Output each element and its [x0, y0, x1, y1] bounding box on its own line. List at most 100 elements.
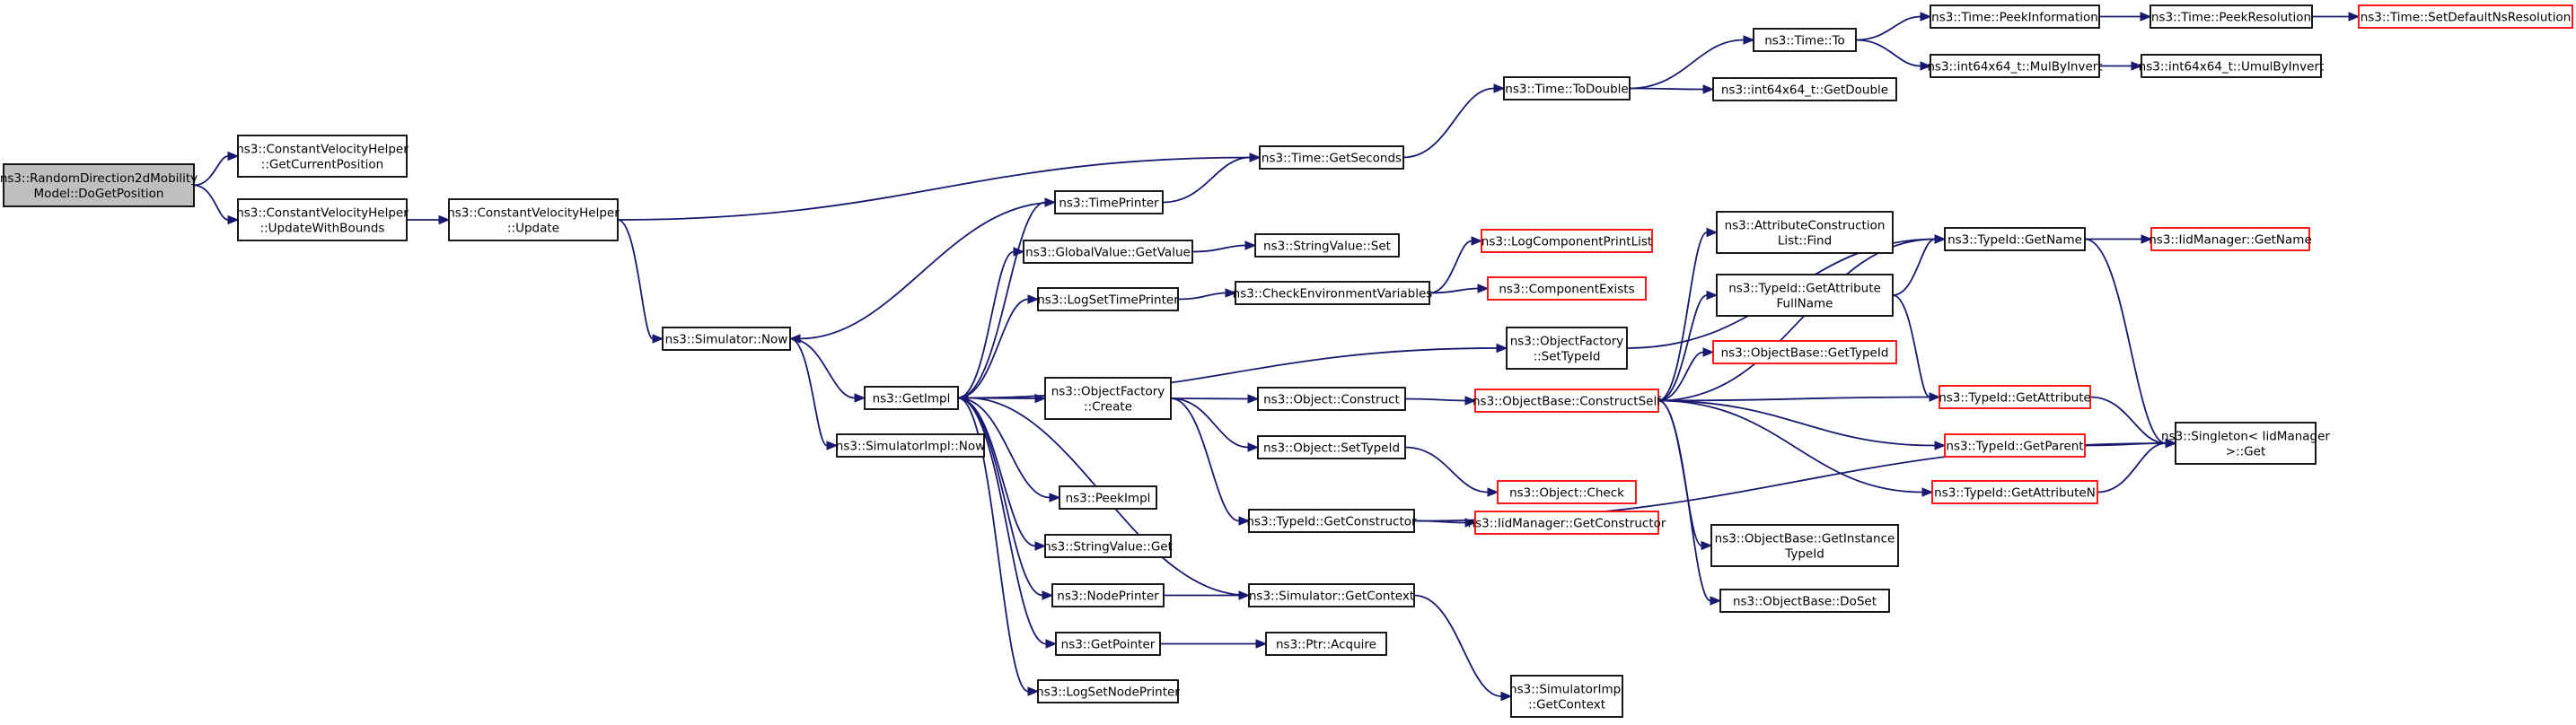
edge-line — [1170, 397, 1240, 522]
function-node-time-setdefaultnsres[interactable]: ns3::Time::SetDefaultNsResolution — [2358, 4, 2573, 29]
edge-line — [617, 156, 1251, 221]
function-node-cvh-getpos[interactable]: ns3::ConstantVelocityHelper::GetCurrentP… — [236, 135, 409, 178]
arrowhead — [1225, 288, 1237, 298]
node-box — [1506, 327, 1628, 370]
arrowhead — [854, 393, 866, 403]
function-node-tid-getattributen[interactable]: ns3::TypeId::GetAttributeN — [1931, 480, 2098, 504]
function-node-i64-umulbyinvert[interactable]: ns3::int64x64_t::UmulByInvert — [2139, 54, 2325, 78]
function-node-cvh-uwb[interactable]: ns3::ConstantVelocityHelper::UpdateWithB… — [236, 198, 409, 241]
function-node-tid-getconstructor[interactable]: ns3::TypeId::GetConstructor — [1246, 509, 1417, 533]
edge-line — [1855, 15, 1921, 41]
node-label: ns3::Object::Check — [1509, 486, 1624, 501]
function-node-obj-check[interactable]: ns3::Object::Check — [1497, 480, 1637, 504]
arrowhead — [1238, 516, 1251, 526]
function-node-root[interactable]: ns3::RandomDirection2dMobilityModel::DoG… — [0, 163, 198, 207]
function-node-tid-getname[interactable]: ns3::TypeId::GetName — [1944, 227, 2086, 251]
node-label: ns3::ObjectFactory — [1051, 385, 1165, 399]
arrowhead — [1500, 691, 1513, 702]
function-node-sim-getcontext[interactable]: ns3::Simulator::GetContext — [1248, 583, 1415, 607]
function-node-iidm-getname[interactable]: ns3::IidManager::GetName — [2149, 227, 2312, 251]
arrowhead — [1464, 396, 1477, 406]
node-label: ::UpdateWithBounds — [260, 222, 385, 236]
function-node-logcompprintlist[interactable]: ns3::LogComponentPrintList — [1481, 229, 1653, 253]
call-edge — [957, 397, 1047, 551]
function-node-simimpl-getcontext[interactable]: ns3::SimulatorImpl::GetContext — [1509, 675, 1624, 718]
arrowhead — [2348, 12, 2361, 22]
node-label: ns3::TypeId::GetParent — [1946, 440, 2083, 454]
function-node-nodeprinter[interactable]: ns3::NodePrinter — [1051, 583, 1165, 607]
function-node-tid-getattribute[interactable]: ns3::TypeId::GetAttribute — [1939, 385, 2091, 409]
node-box — [2150, 227, 2310, 251]
call-edge — [1170, 394, 1260, 404]
call-edge — [193, 184, 240, 225]
node-box — [1059, 485, 1157, 510]
function-node-getpointer[interactable]: ns3::GetPointer — [1055, 632, 1161, 656]
node-box — [1944, 433, 2086, 458]
function-node-checkenv[interactable]: ns3::CheckEnvironmentVariables — [1233, 281, 1433, 305]
function-node-logsetnodeprinter[interactable]: ns3::LogSetNodePrinter — [1036, 679, 1180, 703]
arrowhead — [1477, 284, 1490, 293]
function-node-ptr-acquire[interactable]: ns3::Ptr::Acquire — [1265, 632, 1387, 656]
arrowhead — [1027, 686, 1040, 696]
function-node-tid-getparent[interactable]: ns3::TypeId::GetParent — [1944, 433, 2086, 458]
call-edge — [957, 397, 1040, 696]
function-node-i64-getdouble[interactable]: ns3::int64x64_t::GetDouble — [1712, 77, 1897, 101]
arrowhead — [227, 214, 240, 225]
call-edge — [1191, 240, 1257, 253]
function-node-ob-doset[interactable]: ns3::ObjectBase::DoSet — [1719, 589, 1890, 613]
node-label: ns3::ConstantVelocityHelper — [447, 206, 620, 221]
function-node-singleton-get[interactable]: ns3::Singleton< IidManager>::Get — [2161, 422, 2330, 465]
node-box — [1054, 190, 1164, 214]
function-node-of-create[interactable]: ns3::ObjectFactory::Create — [1044, 377, 1172, 420]
node-label: ns3::TypeId::GetAttribute — [1939, 391, 2091, 406]
function-node-gv-getvalue[interactable]: ns3::GlobalValue::GetValue — [1023, 240, 1193, 264]
arrowhead — [1247, 442, 1260, 452]
function-node-simimpl-now[interactable]: ns3::SimulatorImpl::Now — [836, 433, 985, 458]
function-node-ob-constructself[interactable]: ns3::ObjectBase::ConstructSelf — [1473, 389, 1662, 413]
node-label: ns3::RandomDirection2dMobility — [0, 171, 198, 186]
function-node-logsettimeprinter[interactable]: ns3::LogSetTimePrinter — [1037, 287, 1179, 311]
node-label: ns3::ObjectBase::GetInstance — [1715, 532, 1895, 546]
edge-line — [799, 201, 1056, 340]
call-edge — [1170, 397, 1260, 452]
function-node-of-settypeid[interactable]: ns3::ObjectFactory::SetTypeId — [1506, 327, 1628, 370]
function-node-sv-get[interactable]: ns3::StringValue::Get — [1043, 534, 1173, 558]
node-label: ns3::IidManager::GetName — [2149, 233, 2312, 248]
node-box — [3, 163, 195, 207]
node-box — [1235, 281, 1430, 305]
function-node-i64-mulbyinvert[interactable]: ns3::int64x64_t::MulByInvert — [1927, 54, 2103, 78]
function-node-time-peekres[interactable]: ns3::Time::PeekResolution — [2150, 4, 2313, 29]
function-node-compexists[interactable]: ns3::ComponentExists — [1487, 276, 1647, 301]
function-node-ob-gettypeid[interactable]: ns3::ObjectBase::GetTypeId — [1712, 340, 1897, 364]
call-edge — [2099, 61, 2143, 71]
function-node-time-todouble[interactable]: ns3::Time::ToDouble — [1503, 76, 1631, 100]
function-node-obj-settypeid[interactable]: ns3::Object::SetTypeId — [1257, 435, 1406, 459]
node-box — [448, 198, 619, 241]
function-node-time-peekinfo[interactable]: ns3::Time::PeekInformation — [1930, 4, 2100, 29]
call-edge — [1413, 594, 1513, 702]
function-node-time-getseconds[interactable]: ns3::Time::GetSeconds — [1259, 145, 1404, 170]
function-node-sim-now[interactable]: ns3::Simulator::Now — [662, 327, 791, 351]
arrowhead — [1929, 392, 1941, 402]
node-box — [1712, 77, 1897, 101]
function-node-obj-construct[interactable]: ns3::Object::Construct — [1257, 387, 1406, 411]
call-edge — [789, 337, 866, 403]
arrowhead — [1042, 590, 1054, 600]
call-edge — [2097, 438, 2177, 494]
node-label: ns3::Ptr::Acquire — [1276, 638, 1376, 652]
call-edge — [957, 247, 1025, 399]
function-node-peekimpl[interactable]: ns3::PeekImpl — [1059, 485, 1157, 510]
node-label: List::Find — [1778, 234, 1832, 249]
function-node-timeprinter[interactable]: ns3::TimePrinter — [1054, 190, 1164, 214]
function-node-getimpl[interactable]: ns3::GetImpl — [864, 386, 959, 410]
function-node-sv-set[interactable]: ns3::StringValue::Set — [1254, 233, 1400, 258]
node-label: ns3::CheckEnvironmentVariables — [1233, 287, 1433, 301]
function-node-time-to[interactable]: ns3::Time::To — [1753, 28, 1857, 52]
call-edge — [1163, 590, 1251, 600]
arrowhead — [2165, 438, 2177, 449]
function-node-cvh-update[interactable]: ns3::ConstantVelocityHelper::Update — [447, 198, 620, 241]
function-node-iidm-getconstructor[interactable]: ns3::IidManager::GetConstructor — [1468, 511, 1666, 535]
